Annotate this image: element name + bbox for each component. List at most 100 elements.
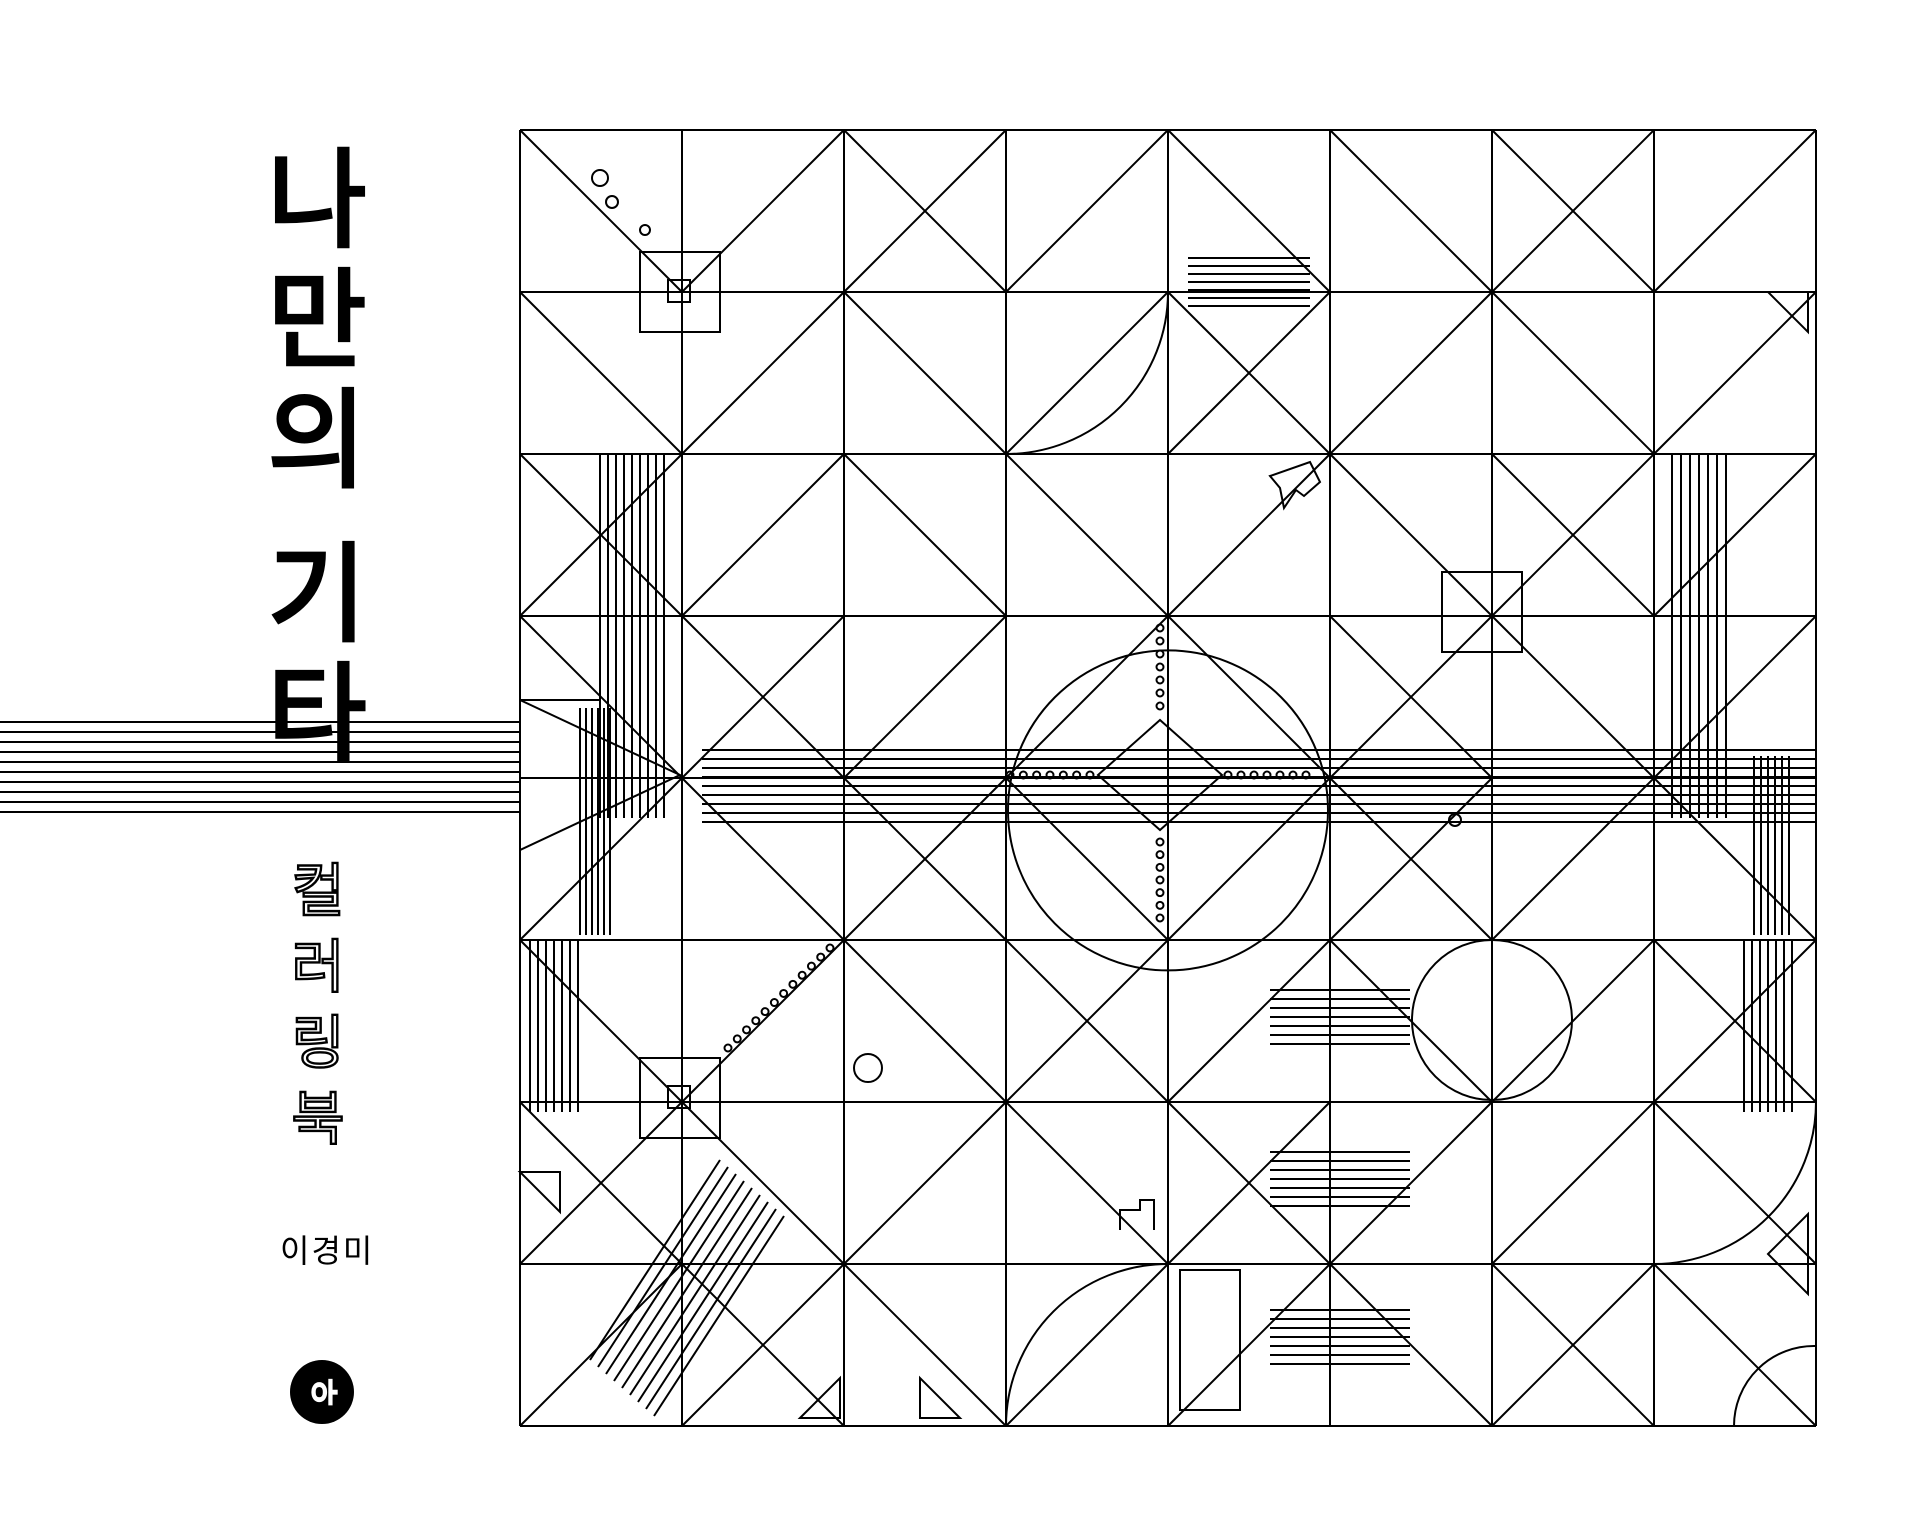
diagonal-line xyxy=(1653,453,1817,617)
pattern-square xyxy=(667,279,691,303)
creature-doodle xyxy=(591,169,609,187)
diagonal-line xyxy=(1491,1101,1655,1265)
dot xyxy=(1155,675,1165,685)
dot xyxy=(797,970,807,980)
dot xyxy=(1005,770,1015,780)
pattern-triangle xyxy=(517,1171,561,1215)
dot xyxy=(1058,770,1068,780)
diagonal-line xyxy=(1167,1263,1331,1427)
diagonal-line xyxy=(1653,1101,1817,1265)
stripe-line xyxy=(637,1201,769,1403)
diagonal-line xyxy=(843,129,1007,293)
dot xyxy=(779,988,789,998)
diagonal-line xyxy=(1167,939,1331,1103)
diagonal-line xyxy=(843,615,1007,779)
dot xyxy=(1032,770,1042,780)
dot xyxy=(1155,837,1165,847)
diagonal-line xyxy=(1491,1263,1655,1427)
dot xyxy=(816,952,826,962)
dot xyxy=(1301,770,1311,780)
pattern-arc xyxy=(1005,1263,1169,1427)
pattern-triangle xyxy=(797,1375,841,1419)
dot xyxy=(1018,770,1028,780)
diagonal-line xyxy=(843,1263,1007,1427)
diagonal-line xyxy=(1491,129,1655,293)
diagonal-line xyxy=(681,1101,845,1265)
dot xyxy=(1223,770,1233,780)
diagonal-line xyxy=(681,453,845,617)
diagonal-line xyxy=(1005,129,1169,293)
diagonal-line xyxy=(1491,291,1655,455)
diagonal-line xyxy=(1491,453,1655,617)
pattern-circle xyxy=(1411,939,1573,1101)
dot xyxy=(825,943,835,953)
creature-doodle xyxy=(605,195,619,209)
diagonal-line xyxy=(1167,1101,1331,1265)
subtitle-char: 컬 xyxy=(290,857,346,925)
diagonal-line xyxy=(681,777,845,941)
diagonal-line xyxy=(1491,615,1655,779)
dot xyxy=(1045,770,1055,780)
book-title: 나 만 의 기 타 xyxy=(262,148,372,782)
author-name: 이경미 xyxy=(280,1232,375,1270)
diagonal-line xyxy=(1329,1263,1493,1427)
pattern-arc xyxy=(1653,1101,1817,1265)
pattern-arc xyxy=(1005,291,1169,455)
pattern-square xyxy=(667,1085,691,1109)
diagonal-line xyxy=(1653,129,1817,293)
pattern-shape xyxy=(1179,1269,1241,1411)
dot xyxy=(1275,770,1285,780)
dot xyxy=(723,1043,733,1053)
dot xyxy=(1155,701,1165,711)
dot xyxy=(1072,770,1082,780)
diagonal-line xyxy=(519,1263,683,1427)
diagonal-line xyxy=(681,129,845,293)
diagonal-line xyxy=(1491,939,1655,1103)
diagonal-line xyxy=(1005,777,1169,941)
dot xyxy=(1155,862,1165,872)
title-char: 기 xyxy=(267,533,367,658)
pattern-square xyxy=(639,251,721,333)
creature-doodle xyxy=(639,224,651,236)
bird-doodle xyxy=(853,1053,883,1083)
title-char: 만 xyxy=(267,259,367,384)
pattern-diamond xyxy=(1096,718,1224,832)
stripe-line xyxy=(653,1215,785,1417)
dot xyxy=(1236,770,1246,780)
stripe-line xyxy=(605,1173,737,1375)
diagonal-line xyxy=(1329,129,1493,293)
dot xyxy=(1155,913,1165,923)
diagonal-line xyxy=(519,939,683,1103)
dot xyxy=(1155,900,1165,910)
diagonal-line xyxy=(843,939,1007,1103)
diagonal-line xyxy=(1167,129,1331,293)
diagonal-line xyxy=(1167,615,1331,779)
diagonal-line xyxy=(1653,291,1817,455)
dot xyxy=(1155,623,1165,633)
dot xyxy=(1155,636,1165,646)
pattern-square xyxy=(1441,571,1523,653)
diagonal-line xyxy=(843,453,1007,617)
subtitle-char: 러 xyxy=(290,933,346,1001)
diagonal-line xyxy=(681,939,845,1103)
stripe-line xyxy=(613,1180,745,1382)
bird-doodle xyxy=(1268,460,1322,511)
diagonal-line xyxy=(1005,939,1169,1103)
dot xyxy=(1262,770,1272,780)
dot xyxy=(732,1034,742,1044)
stripe-line xyxy=(629,1194,761,1396)
diagonal-line xyxy=(1167,453,1331,617)
diagonal-line xyxy=(1653,1263,1817,1427)
diagonal-line xyxy=(1653,939,1817,1103)
diagonal-line xyxy=(519,291,683,455)
diagonal-line xyxy=(1653,615,1817,779)
diagonal-line xyxy=(1005,1263,1169,1427)
dot xyxy=(1288,770,1298,780)
dot xyxy=(806,961,816,971)
diagonal-line xyxy=(1005,453,1169,617)
diagonal-line xyxy=(1329,291,1493,455)
dot xyxy=(1155,688,1165,698)
pattern-triangle xyxy=(919,1375,963,1419)
